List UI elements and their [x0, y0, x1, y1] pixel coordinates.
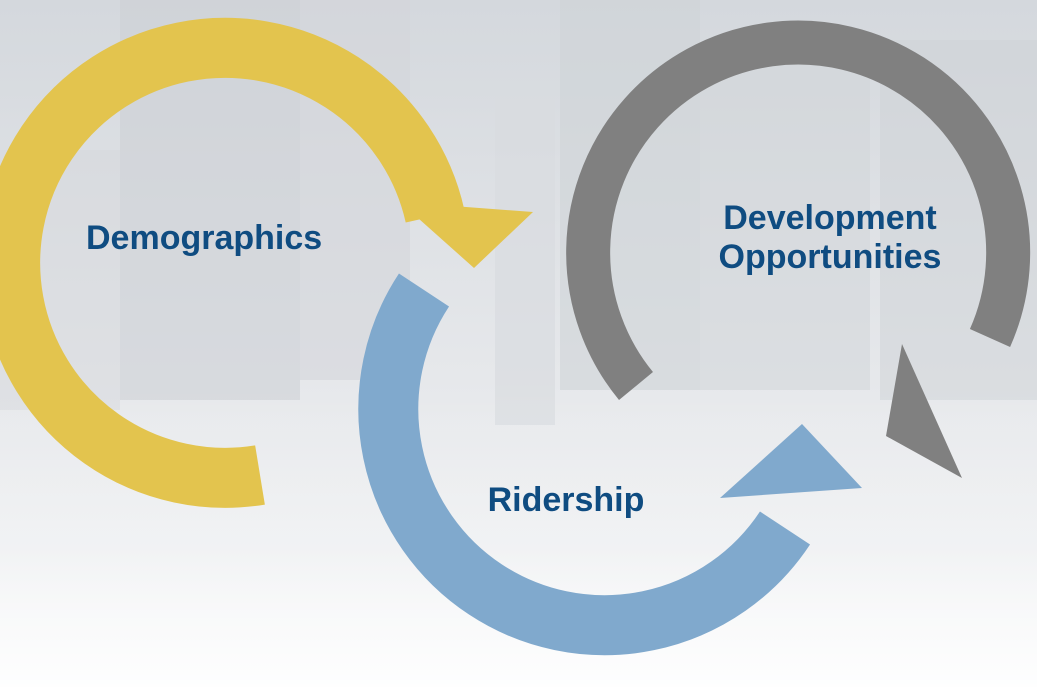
ridership-arrow [358, 273, 862, 656]
development-label: Development Opportunities [680, 199, 980, 277]
demographics-label: Demographics [86, 219, 323, 257]
ridership-label: Ridership [487, 481, 645, 519]
demographics-arrow [0, 17, 533, 508]
development-label-line2: Opportunities [718, 238, 942, 276]
development-label-line1: Development [723, 199, 937, 237]
development-arrow [566, 20, 1031, 478]
